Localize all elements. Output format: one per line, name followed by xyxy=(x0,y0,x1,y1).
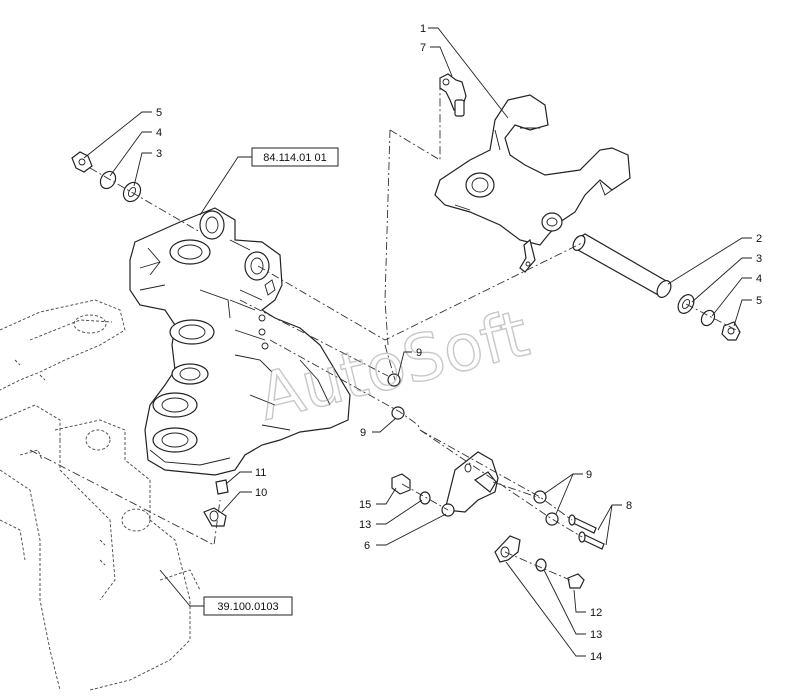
reference-box-bottom: 39.100.0103 xyxy=(159,569,293,616)
callout-leaders xyxy=(83,27,752,657)
callout-11: 11 xyxy=(255,467,266,479)
spacer-washers xyxy=(387,373,559,526)
left-fastener-set xyxy=(71,151,142,203)
clamp-and-bolt xyxy=(494,535,585,589)
reference-box-top: 84.114.01 01 xyxy=(199,147,339,216)
reference-label-bottom: 39.100.0103 xyxy=(217,601,278,613)
callout-8: 8 xyxy=(626,500,632,512)
callout-numbers: 1 7 5 4 3 2 3 4 5 9 9 9 8 11 10 15 13 6 … xyxy=(156,23,762,663)
callout-12: 12 xyxy=(590,607,602,619)
grease-fitting xyxy=(439,73,467,117)
callout-7: 7 xyxy=(420,42,426,54)
callout-10: 10 xyxy=(255,487,267,499)
callout-4-left: 4 xyxy=(156,127,162,139)
callout-9-right: 9 xyxy=(586,469,592,481)
callout-9-upper: 9 xyxy=(416,347,422,359)
callout-1: 1 xyxy=(420,23,426,35)
pivot-pin xyxy=(572,233,741,341)
hook-arm xyxy=(434,94,631,273)
callout-5-right: 5 xyxy=(756,295,762,307)
bolts xyxy=(568,514,605,550)
callout-3-left: 3 xyxy=(156,148,162,160)
reference-label-top: 84.114.01 01 xyxy=(263,152,326,164)
elbow-fitting xyxy=(203,479,229,527)
callout-13-left: 13 xyxy=(359,519,371,531)
bracket-plate xyxy=(441,451,499,517)
callout-5-left: 5 xyxy=(156,107,162,119)
callout-13-right: 13 xyxy=(590,629,602,641)
callout-2: 2 xyxy=(756,233,762,245)
assembly-lines xyxy=(29,78,741,581)
callout-6: 6 xyxy=(364,540,370,552)
callout-15: 15 xyxy=(359,499,371,511)
callout-9-lower: 9 xyxy=(360,427,366,439)
nut-and-washers xyxy=(391,473,547,572)
callout-4-right: 4 xyxy=(756,273,762,285)
background-frame xyxy=(0,299,201,691)
pivot-casting xyxy=(129,207,351,476)
callout-14: 14 xyxy=(590,651,602,663)
callout-3-right: 3 xyxy=(756,253,762,265)
